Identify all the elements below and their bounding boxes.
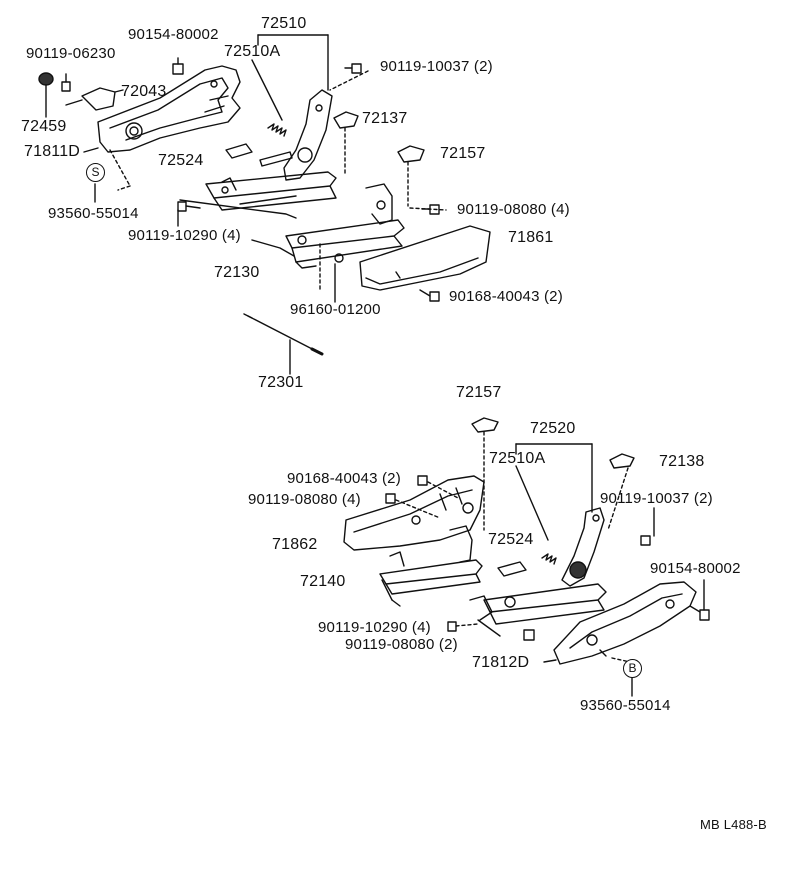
cap-72157-lower — [471, 417, 499, 433]
label-72043: 72043 — [121, 83, 167, 100]
label-72524-lower: 72524 — [488, 531, 534, 548]
leader-72510a — [251, 59, 283, 121]
recliner-arm-upper — [283, 89, 333, 181]
label-72130: 72130 — [214, 264, 260, 281]
bolt-90154-80002-upper — [172, 57, 184, 75]
label-90119-10037-upper: 90119-10037 (2) — [380, 58, 493, 75]
label-71861: 71861 — [508, 229, 554, 246]
label-71811d: 71811D — [24, 143, 81, 160]
screw-90119-10037-lower — [640, 535, 651, 546]
label-90168-40043-upper: 90168-40043 (2) — [449, 288, 563, 305]
handle-72524-upper — [225, 143, 253, 159]
label-72524-upper: 72524 — [158, 152, 204, 169]
label-90119-10290-lower: 90119-10290 (4) — [318, 619, 431, 636]
label-72137: 72137 — [362, 110, 408, 127]
label-72140: 72140 — [300, 573, 346, 590]
recliner-arm-lower — [561, 507, 605, 587]
label-72520: 72520 — [530, 420, 576, 437]
label-72459: 72459 — [21, 118, 67, 135]
label-72301: 72301 — [258, 374, 304, 391]
screw-90119-08080-lower-2 — [523, 629, 535, 641]
label-72157-lower: 72157 — [456, 384, 502, 401]
seat-track-upper-right — [251, 183, 405, 269]
screw-90119-10290-lower — [447, 621, 479, 632]
label-72157-upper: 72157 — [440, 145, 486, 162]
label-72510: 72510 — [261, 15, 307, 32]
badge-s: S — [86, 163, 105, 182]
label-71812d: 71812D — [472, 654, 530, 671]
label-90154-80002-upper: 90154-80002 — [128, 26, 219, 43]
label-72138: 72138 — [659, 453, 705, 470]
cover-71811d — [83, 65, 241, 153]
label-96160-01200: 96160-01200 — [290, 301, 381, 318]
label-72510a-lower: 72510A — [489, 450, 546, 467]
bolt-90168-40043-lower — [417, 475, 428, 486]
label-93560-55014-upper: 93560-55014 — [48, 205, 139, 222]
bolt-90154-80002-lower — [689, 605, 710, 621]
cover-71812d — [553, 581, 697, 665]
badge-b: B — [623, 659, 642, 678]
label-90154-80002-lower: 90154-80002 — [650, 560, 741, 577]
cap-72138 — [609, 453, 635, 469]
cover-71861 — [359, 225, 491, 291]
screw-90119-10290-upper — [177, 201, 201, 212]
handle-72524-lower — [497, 561, 527, 577]
label-90119-10290-upper: 90119-10290 (4) — [128, 227, 241, 244]
knob-72043 — [65, 87, 124, 111]
label-90168-40043-lower: 90168-40043 (2) — [287, 470, 401, 487]
seat-track-lower-left — [379, 525, 483, 607]
cap-72137 — [333, 111, 359, 129]
seat-track-upper-left — [179, 171, 337, 219]
spring-72524-upper — [267, 123, 287, 137]
figure-code: MB L488-B — [700, 817, 767, 832]
screw-90119-10037-upper — [344, 63, 362, 74]
cover-71862 — [343, 475, 485, 551]
screw-90119-08080-lower — [385, 493, 396, 504]
screw-90119-06230 — [61, 73, 71, 92]
nut-72459 — [38, 72, 54, 118]
bushing-96160-01200 — [334, 253, 344, 263]
label-90119-08080-upper: 90119-08080 (4) — [457, 201, 570, 218]
cap-72157-upper — [397, 145, 425, 163]
bolt-90168-40043-upper — [419, 289, 440, 302]
label-90119-08080-lower-4: 90119-08080 (4) — [248, 491, 361, 508]
label-90119-10037-lower: 90119-10037 (2) — [600, 490, 713, 507]
rod-72301 — [243, 313, 324, 356]
spring-72524-lower — [541, 553, 557, 565]
label-90119-08080-lower-2: 90119-08080 (2) — [345, 636, 458, 653]
label-90119-06230: 90119-06230 — [26, 45, 116, 62]
label-72510a: 72510A — [224, 43, 281, 60]
label-71862: 71862 — [272, 536, 318, 553]
seat-track-lower-right — [469, 583, 607, 637]
label-93560-55014-lower: 93560-55014 — [580, 697, 671, 714]
